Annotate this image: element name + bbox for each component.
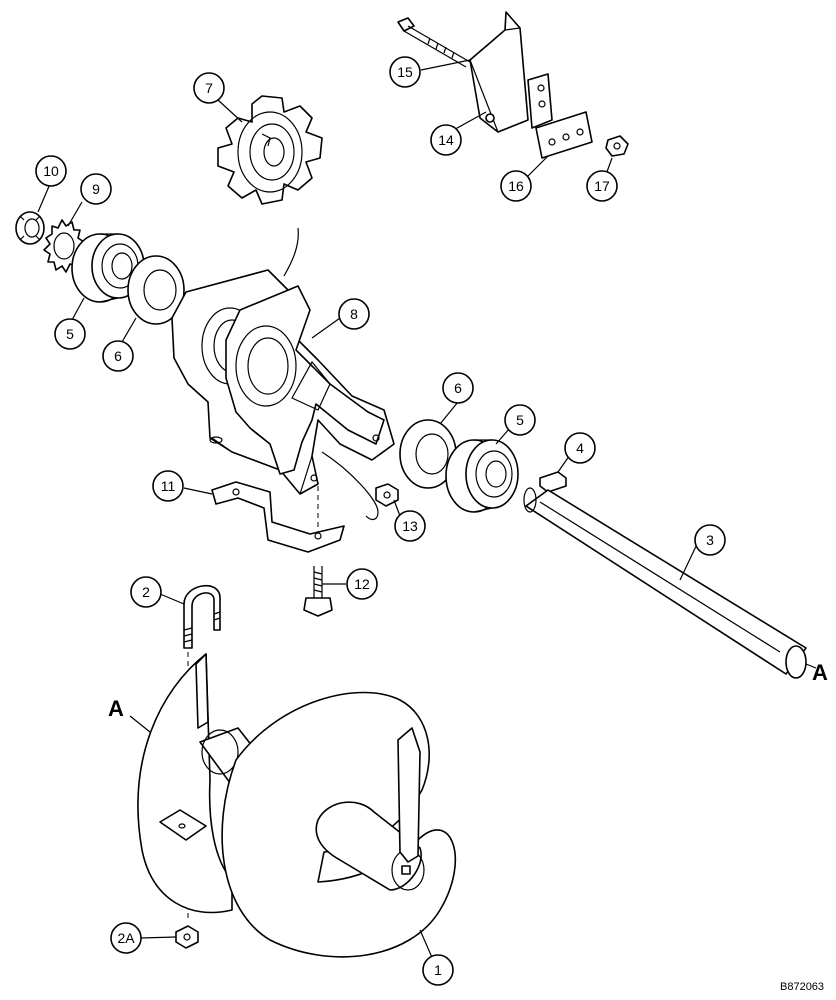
svg-text:17: 17 (594, 178, 610, 194)
nut-leader (321, 451, 379, 521)
u-bolt-part-2 (183, 584, 221, 649)
leader-8 (311, 317, 341, 339)
callout-6-left: 6 (102, 340, 134, 372)
svg-text:3: 3 (706, 532, 714, 548)
leader-2a (139, 936, 177, 939)
leader-5-left (71, 297, 85, 321)
bolt-part-12 (303, 566, 333, 617)
callout-7: 7 (193, 72, 225, 104)
svg-text:2A: 2A (117, 930, 135, 946)
callout-11: 11 (152, 470, 184, 502)
callout-2a: 2A (110, 922, 142, 954)
svg-text:15: 15 (397, 64, 413, 80)
callout-12: 12 (346, 568, 378, 600)
svg-text:12: 12 (354, 576, 370, 592)
callout-8: 8 (338, 298, 370, 330)
leader-2 (159, 593, 185, 605)
leader-7 (217, 99, 243, 123)
svg-text:11: 11 (161, 478, 176, 494)
svg-text:6: 6 (454, 380, 462, 396)
svg-text:1: 1 (434, 962, 442, 978)
bearing-part-5-right (445, 439, 519, 513)
callout-13: 13 (394, 510, 426, 542)
shaft-part-3 (523, 487, 807, 679)
leader-3 (679, 541, 699, 581)
leader-11 (183, 487, 213, 495)
callout-4: 4 (564, 432, 596, 464)
svg-text:5: 5 (66, 326, 74, 342)
flange-washer-part-6-left (127, 255, 185, 325)
leader-15 (420, 59, 471, 71)
leader-5-right (495, 427, 511, 445)
svg-text:8: 8 (350, 306, 358, 322)
svg-text:10: 10 (43, 163, 59, 179)
leader-9 (67, 201, 83, 227)
auger-flight-part-1 (137, 653, 457, 958)
svg-text:14: 14 (438, 132, 454, 148)
svg-text:13: 13 (402, 518, 418, 534)
svg-text:2: 2 (142, 584, 150, 600)
mounting-bracket-part-11 (211, 481, 345, 553)
sprocket-part-7 (217, 95, 323, 205)
svg-text:7: 7 (205, 80, 213, 96)
callout-5-right: 5 (504, 404, 536, 436)
leader-a-shaft (805, 663, 817, 669)
plate-part-16 (535, 111, 593, 159)
svg-text:9: 9 (92, 181, 100, 197)
hex-nut-part-13 (375, 483, 399, 507)
bolt-part-15 (397, 17, 471, 68)
leader-a-auger (129, 715, 151, 733)
leader-6-left (121, 317, 137, 343)
leader-6-right (439, 401, 459, 425)
ref-label-a-shaft: A (812, 660, 828, 685)
svg-text:4: 4 (576, 440, 584, 456)
callout-2: 2 (130, 576, 162, 608)
ref-label-a-auger: A (108, 696, 124, 721)
nut-part-17 (605, 135, 629, 157)
diagram-code: B872063 (780, 981, 824, 993)
svg-text:6: 6 (114, 348, 122, 364)
callout-3: 3 (694, 524, 726, 556)
leader-13 (393, 499, 401, 517)
lock-nut-part-10 (15, 211, 45, 245)
callout-14: 14 (430, 124, 462, 156)
shield-bracket-part-14 (469, 11, 553, 133)
callout-1: 1 (422, 954, 454, 986)
callout-17: 17 (586, 170, 618, 202)
callout-15: 15 (389, 56, 421, 88)
callout-6-right: 6 (442, 372, 474, 404)
nut-part-2a (175, 925, 199, 949)
callout-10: 10 (35, 155, 67, 187)
svg-text:16: 16 (508, 178, 524, 194)
callout-9: 9 (80, 173, 112, 205)
bearing-housing-part-8 (171, 269, 395, 495)
key-part-4 (539, 471, 567, 493)
svg-text:5: 5 (516, 412, 524, 428)
callout-16: 16 (500, 170, 532, 202)
callout-5-left: 5 (54, 318, 86, 350)
leader-10 (37, 183, 51, 213)
sprocket-leader (283, 227, 299, 277)
